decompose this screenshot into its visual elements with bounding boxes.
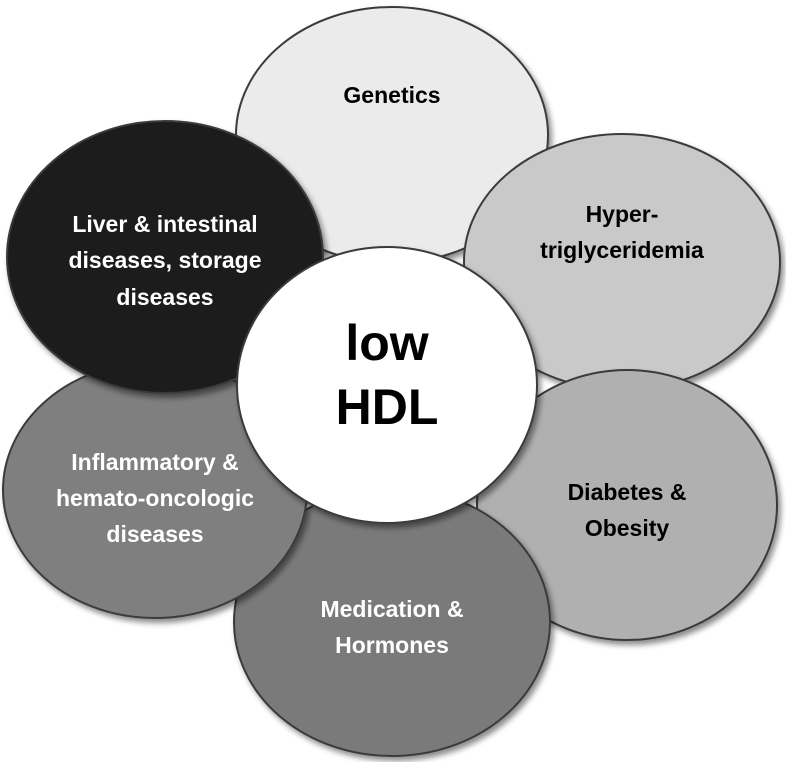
cause-hypertriglyceridemia-label-line: Hyper- bbox=[586, 201, 659, 227]
cause-medication-hormones-label-line: Hormones bbox=[335, 632, 449, 658]
center-low-hdl-label-line: low bbox=[345, 315, 428, 371]
cause-inflammatory-label-line: diseases bbox=[106, 521, 203, 547]
cause-genetics: Genetics bbox=[235, 6, 549, 264]
cause-liver-intestinal-ellipse bbox=[6, 120, 324, 394]
cause-liver-intestinal: Liver & intestinal diseases, storage disea… bbox=[6, 120, 324, 394]
cause-medication-hormones: Medication & Hormones bbox=[233, 487, 551, 757]
cause-genetics-label-line: Genetics bbox=[343, 82, 440, 108]
cause-diabetes-obesity: Diabetes & Obesity bbox=[476, 369, 778, 641]
cause-medication-hormones-label-line: Medication & bbox=[320, 596, 463, 622]
cause-hypertriglyceridemia: Hyper-triglyceridemia bbox=[463, 133, 781, 391]
center-low-hdl-ellipse bbox=[236, 246, 538, 524]
cause-inflammatory-label-line: Inflammatory & bbox=[71, 449, 238, 475]
cause-inflammatory: Inflammatory & hemato-oncologic diseases bbox=[2, 361, 308, 619]
cause-liver-intestinal-label-line: diseases bbox=[116, 284, 213, 310]
center-low-hdl-label-line: HDL bbox=[336, 379, 439, 435]
cause-diabetes-obesity-ellipse bbox=[476, 369, 778, 641]
cause-liver-intestinal-label-line: Liver & intestinal bbox=[72, 211, 257, 237]
cause-liver-intestinal-label-line: diseases, storage bbox=[68, 247, 261, 273]
cause-inflammatory-label-line: hemato-oncologic bbox=[56, 485, 254, 511]
cause-hypertriglyceridemia-label-line: triglyceridemia bbox=[540, 237, 704, 263]
cause-diabetes-obesity-label-line: Diabetes & bbox=[568, 479, 687, 505]
cause-diabetes-obesity-label-line: Obesity bbox=[585, 515, 670, 541]
